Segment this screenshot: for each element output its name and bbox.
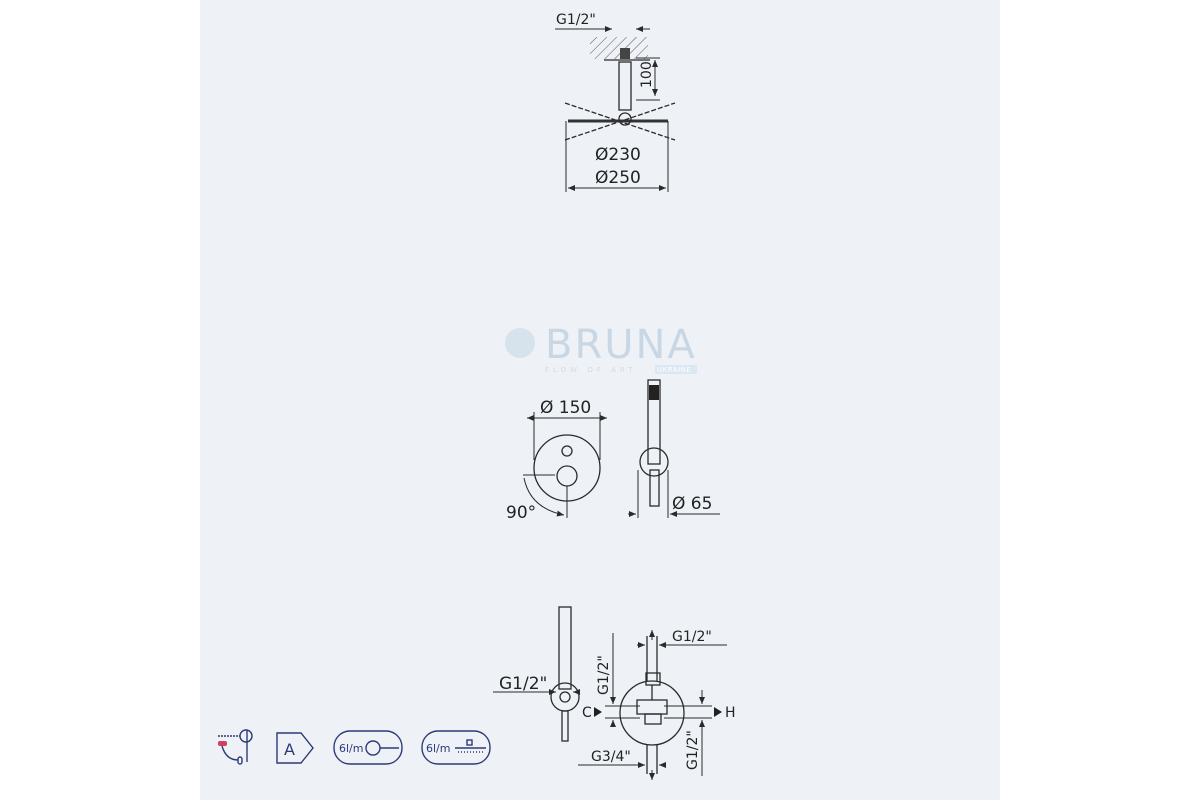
top-outlet-label: G1/2" (672, 629, 712, 645)
watermark-brand: BRUNA (545, 322, 697, 368)
drawing-panel (200, 0, 1000, 800)
bottom-outlet-label: G3/4" (591, 749, 631, 765)
shower-head-icon (365, 740, 381, 756)
mixer-diameter-label: Ø 150 (540, 398, 591, 418)
drop-logo-icon (505, 328, 535, 358)
mixer-side-drawing: Ø 65 (628, 379, 720, 518)
rain-shower-icon (466, 739, 473, 746)
head-inner-diameter: Ø230 (595, 145, 641, 165)
head-flow-label: 6l/m (426, 742, 450, 755)
rotation-angle-label: 90° (506, 503, 536, 523)
watermark-badge: UKRAINE (657, 366, 691, 374)
energy-class-badge: A (276, 732, 314, 764)
hand-shower-flow-badge: 6l/m (333, 730, 403, 765)
energy-class-label: A (284, 740, 295, 759)
side-diameter-label: Ø 65 (672, 494, 712, 514)
watermark-tagline: FLOW OF ART (545, 366, 637, 374)
feature-badges: A 6l/m 6l/m (218, 729, 491, 765)
hand-flow-label: 6l/m (339, 742, 363, 755)
right-vertical-label: G1/2" (685, 730, 701, 770)
faucet-diverter-icon (218, 729, 253, 765)
arm-length-label: 100 (639, 61, 655, 88)
inlet-thread-label: G1/2" (556, 12, 596, 28)
cold-label: C (582, 705, 592, 721)
head-outer-diameter: Ø250 (595, 168, 641, 188)
left-vertical-label: G1/2" (596, 655, 612, 695)
hot-label: H (725, 705, 736, 721)
connections-drawing: G1/2" G1/2" G1/2" C H G1/2" G3/4" (493, 606, 736, 780)
head-shower-flow-badge: 6l/m (421, 730, 491, 765)
hand-inlet-label: G1/2" (499, 674, 547, 694)
mixer-front-drawing: Ø 150 90° (506, 398, 607, 523)
brand-watermark: BRUNA FLOW OF ART UKRAINE (505, 322, 697, 374)
ceiling-shower-drawing: G1/2" 100 Ø230 Ø250 (555, 12, 676, 192)
